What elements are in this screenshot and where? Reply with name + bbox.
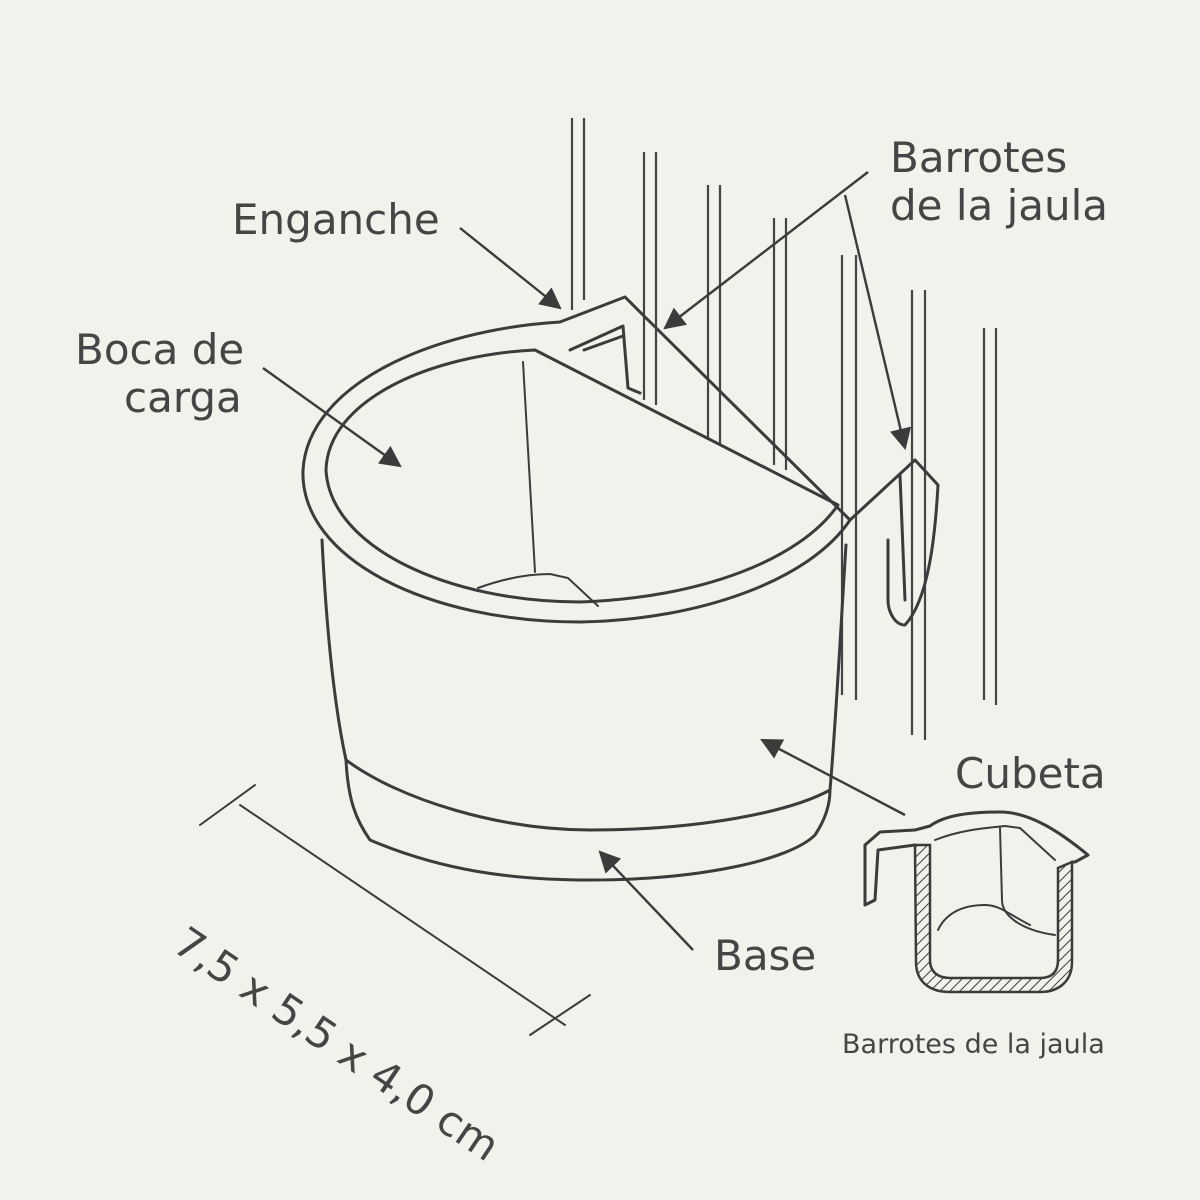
base-arrow (598, 850, 694, 951)
mouth-label-line2: carga (124, 373, 242, 422)
leader-arrows (262, 171, 912, 951)
mouth-label-line1: Boca de (75, 325, 245, 374)
bars-arrow-right (843, 194, 912, 451)
bars-label-line1: Barrotes (890, 133, 1068, 182)
bars-label-line2: de la jaula (890, 181, 1109, 230)
section-caption: Barrotes de la jaula (842, 1029, 1105, 1060)
base-label: Base (714, 931, 817, 980)
cup-arrow (760, 738, 906, 817)
cup-label: Cubeta (955, 749, 1106, 798)
bars-arrow-left (663, 171, 869, 330)
hook-arrow (459, 227, 562, 310)
dimension-line (199, 784, 591, 1036)
cup-cross-section (863, 810, 1090, 994)
cage-bars (570, 118, 998, 740)
mouth-arrow (262, 367, 402, 468)
cup-outer (301, 295, 940, 882)
hook-label: Enganche (232, 195, 440, 244)
